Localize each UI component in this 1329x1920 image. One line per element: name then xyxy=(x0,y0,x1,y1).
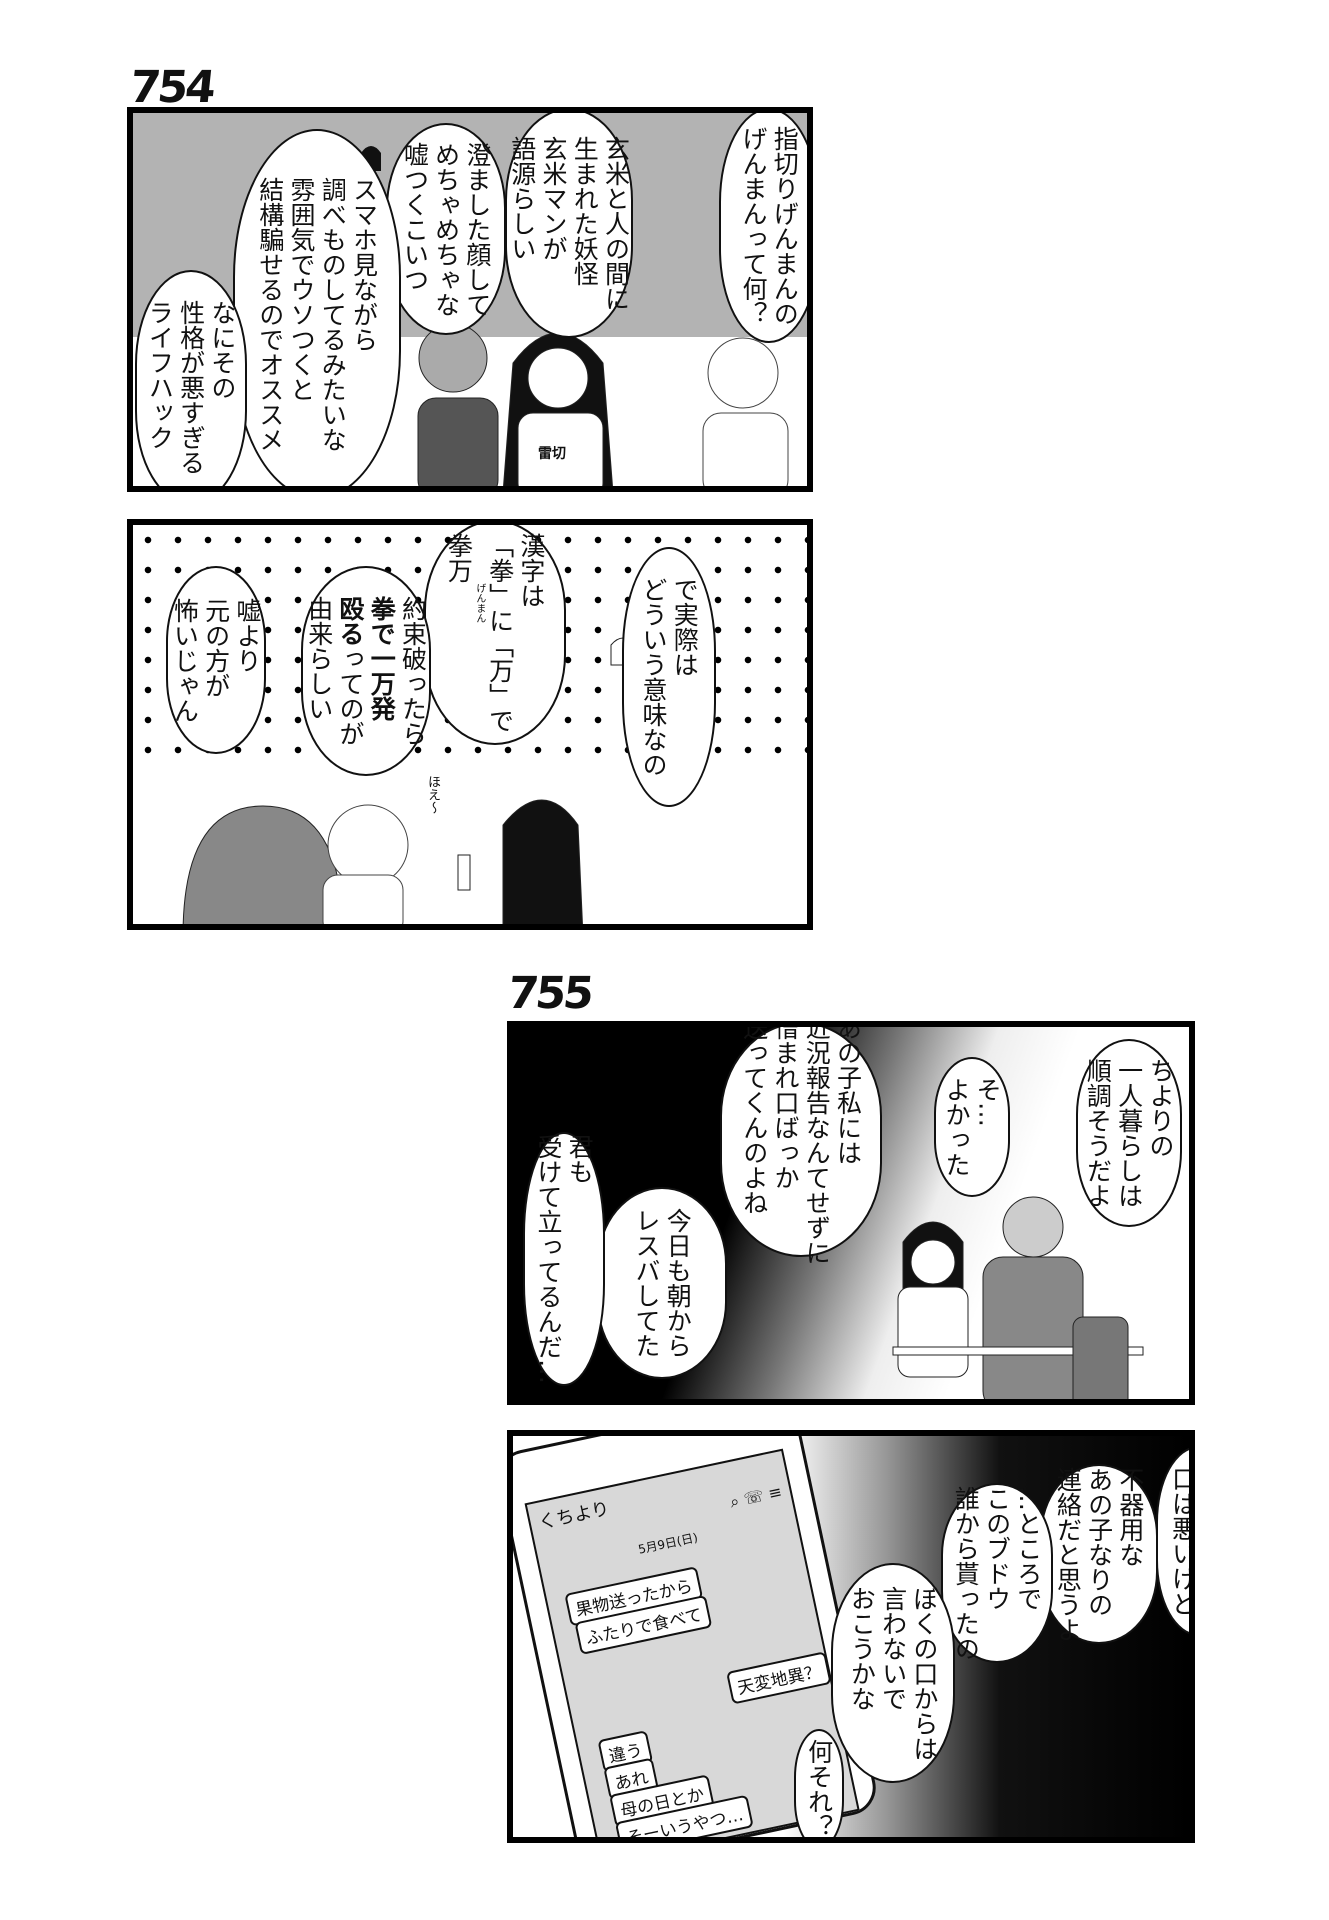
bubble-line: 約束破ったら xyxy=(398,596,428,746)
bubble-line: 誰から貰ったの xyxy=(951,1485,981,1661)
bubble-line: なにその xyxy=(207,300,237,400)
blonde-character xyxy=(702,337,789,486)
speech-bubble: 澄ました顔してめちゃめちゃな嘘つくこいつ xyxy=(386,123,506,335)
characters-illustration xyxy=(182,637,636,924)
strip-number-755: 755 xyxy=(505,968,594,1019)
speech-bubble: 玄米と人の間に生まれた妖怪玄米マンが語源らしい xyxy=(505,113,633,338)
speech-bubble: 約束破ったら拳で一万発殴るってのが由来らしい xyxy=(301,566,431,776)
speech-bubble: あの子私には近況報告なんてせずに憎まれ口ばっか送ってくんのよね xyxy=(720,1027,882,1265)
bubble-line: げんまんって何？ xyxy=(739,125,768,326)
speech-bubble: 漢字は「拳」に「万」で拳万げんまん xyxy=(424,525,566,745)
bubble-line: レスバしてた xyxy=(632,1208,661,1358)
shirt-text: 雷切 xyxy=(538,446,566,462)
bubble-line: で実際は xyxy=(670,577,700,677)
speech-bubble: スマホ見ながら調べものしてるみたいな雰囲気でウソつくと結構騙せるのでオススメ xyxy=(233,129,401,486)
bubble-line: …ところで xyxy=(1013,1485,1043,1611)
bubble-line: 近況報告なんてせずに xyxy=(802,1021,832,1265)
bubble-line: 調べものしてるみたいな xyxy=(318,176,348,452)
man-character xyxy=(982,1196,1084,1399)
bubble-line: どういう意味なの xyxy=(639,577,668,777)
bubble-line: 性格が悪すぎる xyxy=(176,300,206,475)
bubble-line: ちよりの xyxy=(1145,1058,1175,1158)
bubble-line: 一人暮らしは xyxy=(1114,1058,1144,1208)
chat-message-right: 天変地異？ xyxy=(726,1651,832,1705)
bubble-line: 結構騙せるのでオススメ xyxy=(255,176,285,452)
panel-754-1: 雷切 指切りげんまんのげんまんって何？ 玄米と人の間に生まれた妖怪玄米マンが語源ら… xyxy=(127,107,813,492)
bubble-line: ライフハック xyxy=(145,300,175,450)
sfx-hoe: ほえ〜 xyxy=(425,775,440,814)
bubble-line: 「拳」に「万」で xyxy=(485,532,515,733)
bubble-line: 玄米と人の間に xyxy=(601,135,631,311)
bubble-line: 元の方が xyxy=(201,597,231,698)
bubble-line: そ… xyxy=(973,1077,1003,1127)
speech-bubble: 何それ？ xyxy=(794,1729,844,1839)
bubble-line: 連絡だと思うよ xyxy=(1053,1466,1083,1642)
bubble-line-ruby: 拳万げんまん xyxy=(443,532,485,733)
dining-scene-illustration xyxy=(892,1196,1144,1399)
bubble-line: 言わないで xyxy=(878,1585,908,1711)
table xyxy=(892,1346,1144,1356)
speech-bubble: で実際はどういう意味なの xyxy=(622,547,716,807)
bubble-line: 由来らしい xyxy=(304,596,334,721)
panel-754-2: ほえ〜 で実際はどういう意味なの漢字は「拳」に「万」で拳万げんまん約束破ったら拳… xyxy=(127,519,813,930)
gray-haired-character-back xyxy=(182,805,344,924)
bubble-line: 口は悪いけど xyxy=(1168,1466,1195,1616)
chat-header-icons[interactable]: ⌕ ☏ ≡ xyxy=(728,1481,784,1512)
black-haired-character xyxy=(503,332,613,486)
chat-contact-name[interactable]: くちより xyxy=(536,1498,612,1534)
speech-bubble: なにその性格が悪すぎるライフハック xyxy=(135,270,247,486)
bubble-line: 怖いじゃん xyxy=(170,597,200,723)
bubble-line: 嘘より xyxy=(232,597,262,673)
bubble-line: 澄ました顔して xyxy=(462,141,492,317)
bubble-line: 指切りげんまんの xyxy=(770,125,800,326)
bubble-line: よかった xyxy=(942,1077,971,1177)
speech-bubble: 嘘より元の方が怖いじゃん xyxy=(166,566,266,754)
speech-bubble: 指切りげんまんのげんまんって何？ xyxy=(719,113,807,343)
bubble-line: ってのが xyxy=(336,646,365,746)
speech-bubble: ちよりの一人暮らしは順調そうだよ xyxy=(1076,1039,1182,1227)
bubble-line: 順調そうだよ xyxy=(1083,1058,1113,1208)
bubble-line: おこうかな xyxy=(847,1585,877,1711)
speech-bubble: ぼくの口からは言わないでおこうかな xyxy=(831,1563,955,1783)
bubble-line: あの子私には xyxy=(833,1021,863,1165)
panel-755-2: くちより ⌕ ☏ ≡ 5月9日(日) 果物送ったからふたりで食べて天変地異？違う… xyxy=(507,1430,1195,1843)
ruby-furigana: げんまん xyxy=(473,582,485,623)
bubble-line: 玄米マンが xyxy=(539,135,568,261)
bubble-line: めちゃめちゃな xyxy=(431,141,461,317)
panel-755-1: ちよりの一人暮らしは順調そうだよそ…よかったあの子私には近況報告なんてせずに憎ま… xyxy=(507,1021,1195,1405)
bubble-line: 漢字は xyxy=(516,532,546,608)
speech-bubble: 不器用なあの子なりの連絡だと思うよ xyxy=(1040,1464,1158,1644)
bubble-line: 今日も朝から xyxy=(663,1208,693,1358)
speech-bubble: そ…よかった xyxy=(934,1057,1010,1197)
characters-illustration xyxy=(361,146,789,486)
strip-number-754: 754 xyxy=(127,62,216,113)
chair xyxy=(1072,1316,1129,1399)
bubble-line: 不器用な xyxy=(1115,1466,1145,1567)
ruby-base: 拳万 xyxy=(444,532,474,583)
bubble-line: スマホ見ながら xyxy=(349,176,379,352)
blonde-character xyxy=(322,804,409,924)
speech-bubble: 今日も朝からレスバしてた xyxy=(597,1187,727,1379)
bubble-line: 送ってくんのよね xyxy=(739,1021,769,1215)
black-haired-character xyxy=(457,799,583,924)
bubble-line: あの子なりの xyxy=(1084,1466,1114,1617)
bubble-line: 雰囲気でウソつくと xyxy=(287,176,316,402)
speech-bubble: まあ…口は悪いけど xyxy=(1156,1446,1195,1636)
bubble-line: 憎まれ口ばっか xyxy=(771,1021,800,1190)
bubble-line: 受けて立ってるんだ… xyxy=(534,1134,563,1384)
gray-haired-character xyxy=(417,323,499,486)
bubble-line-bold: 拳で一万発 xyxy=(367,596,397,721)
bubble-line: このブドウ xyxy=(982,1485,1012,1611)
bubble-line: 語源らしい xyxy=(507,135,537,261)
bubble-line: 君も xyxy=(565,1134,595,1184)
bubble-line: ぼくの口からは xyxy=(909,1585,939,1761)
bubble-line: 何それ？ xyxy=(804,1739,834,1839)
speech-bubble: 君も受けて立ってるんだ… xyxy=(523,1132,605,1386)
bubble-line-bold: 殴る xyxy=(336,596,365,646)
bubble-line: 嘘つくこいつ xyxy=(400,141,430,292)
bubble-line: 生まれた妖怪 xyxy=(570,135,600,286)
speech-bubble: …ところでこのブドウ誰から貰ったの xyxy=(941,1483,1053,1663)
